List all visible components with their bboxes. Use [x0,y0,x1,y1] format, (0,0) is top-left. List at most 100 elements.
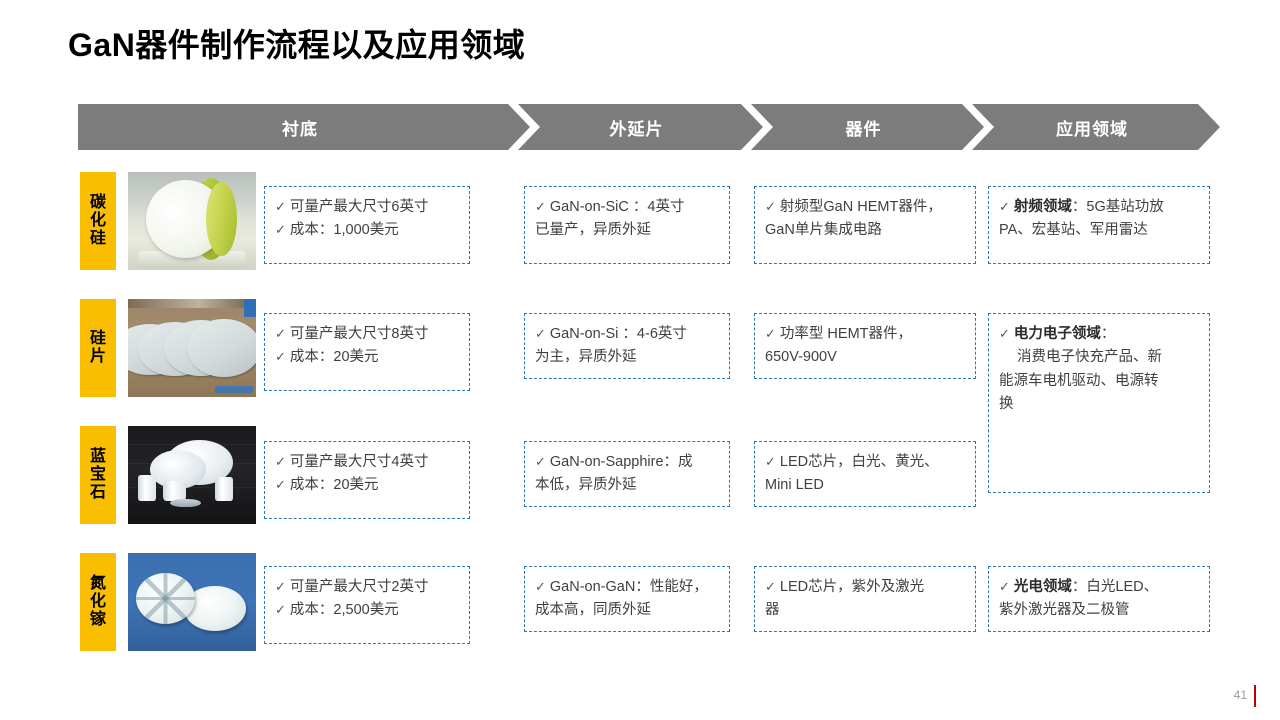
cell-application-power: ✓电力电子领域： 消费电子快充产品、新 能源车电机驱动、电源转 换 [988,313,1210,493]
check-icon: ✓ [275,222,286,238]
bullet-item: ✓成本：20美元 [275,477,379,494]
bullet-continuation: 器 [765,602,780,619]
material-label-sic: 碳化硅 [80,172,116,270]
chevron-stage-device[interactable]: 器件 [751,104,984,150]
cell-device-si: ✓功率型 HEMT器件， 650V-900V [754,313,976,379]
bullet-item: ✓GaN-on-SiC ：4英寸 [535,199,685,215]
cell-epiwafer-sic: ✓GaN-on-SiC ：4英寸 已量产，异质外延 [524,186,730,264]
chevron-stage-label: 器件 [845,119,882,139]
process-chevron-banner: 衬底 外延片 器件 应用领域 [78,104,1220,150]
sapphire-flat-disc [170,498,201,508]
material-label-text: 蓝宝石 [89,448,106,501]
bullet-continuation: GaN单片集成电路 [765,222,882,239]
bullet-continuation: 能源车电机驱动、电源转 [999,372,1159,389]
bullet-item: ✓功率型 HEMT器件， [765,326,913,342]
sic-wafer-photo [128,172,256,270]
cell-device-sic: ✓射频型GaN HEMT器件， GaN单片集成电路 [754,186,976,264]
sapphire-boule-photo [128,426,256,524]
background-blue-patch [215,386,254,394]
check-icon: ✓ [535,199,546,214]
application-domain-name: 电力电子领域 [1013,326,1101,342]
check-icon: ✓ [275,602,286,618]
bullet-continuation: 成本高，同质外延 [535,602,651,619]
check-icon: ✓ [275,326,286,341]
check-icon: ✓ [999,199,1010,214]
bullet-item: ✓可量产最大尺寸4英寸 [275,454,429,470]
cell-substrate-sapphire: ✓可量产最大尺寸4英寸 ✓成本：20美元 [264,441,470,519]
cell-epiwafer-gan: ✓GaN-on-GaN：性能好， 成本高，同质外延 [524,566,730,632]
check-icon: ✓ [765,454,776,469]
bullet-item: ✓光电领域：白光LED、 [999,579,1159,595]
chevron-stage-substrate[interactable]: 衬底 [78,104,530,150]
cell-epiwafer-sapphire: ✓GaN-on-Sapphire：成 本低，异质外延 [524,441,730,507]
check-icon: ✓ [999,579,1010,594]
bullet-item: ✓可量产最大尺寸8英寸 [275,326,429,342]
bullet-item: ✓GaN-on-Si ：4-6英寸 [535,326,687,342]
background-blue-patch [244,299,256,317]
bullet-item: ✓成本：2,500美元 [275,602,399,619]
material-label-text: 碳化硅 [89,194,106,247]
bullet-item: ✓LED芯片，紫外及激光 [765,579,925,595]
bullet-continuation: PA、宏基站、军用雷达 [999,222,1148,239]
cell-substrate-si: ✓可量产最大尺寸8英寸 ✓成本：20美元 [264,313,470,391]
bullet-item: ✓LED芯片，白光、黄光、 [765,454,939,470]
si-wafer-photo [128,299,256,397]
check-icon: ✓ [765,199,776,214]
gan-disc [184,586,246,632]
bullet-item: ✓射频型GaN HEMT器件， [765,199,942,215]
check-icon: ✓ [765,326,776,341]
check-icon: ✓ [275,199,286,214]
sapphire-cylinder [215,476,233,502]
bullet-item: ✓可量产最大尺寸6英寸 [275,199,429,215]
gan-disc-pattern [135,572,195,624]
material-label-gan: 氮化镓 [80,553,116,651]
wafer-green-edge [206,181,237,257]
material-label-si: 硅片 [80,299,116,397]
bullet-continuation: 消费电子快充产品、新 [1017,349,1162,366]
cell-substrate-gan: ✓可量产最大尺寸2英寸 ✓成本：2,500美元 [264,566,470,644]
material-label-text: 氮化镓 [89,575,106,628]
sapphire-cylinder [138,475,157,502]
chevron-stage-epiwafer[interactable]: 外延片 [518,104,763,150]
check-icon: ✓ [275,349,286,365]
check-icon: ✓ [275,454,286,469]
bullet-item: ✓可量产最大尺寸2英寸 [275,579,429,595]
application-domain-name: 射频领域 [1013,199,1072,215]
bullet-continuation: 650V-900V [765,349,837,366]
bullet-continuation: 已量产，异质外延 [535,222,651,239]
page-title: GaN器件制作流程以及应用领域 [68,27,526,63]
bullet-item: ✓GaN-on-Sapphire：成 [535,454,693,470]
bullet-continuation: Mini LED [765,477,824,494]
bullet-continuation: 为主，异质外延 [535,349,637,366]
application-domain-name: 光电领域 [1013,579,1072,595]
bullet-item: ✓射频领域：5G基站功放 [999,199,1164,215]
check-icon: ✓ [535,454,546,469]
check-icon: ✓ [535,326,546,341]
check-icon: ✓ [999,326,1010,341]
bullet-continuation: 紫外激光器及二极管 [999,602,1130,619]
wafer-disc [186,318,256,378]
material-label-sapphire: 蓝宝石 [80,426,116,524]
gan-wafer-photo [128,553,256,651]
check-icon: ✓ [275,579,286,594]
chevron-stage-application[interactable]: 应用领域 [972,104,1220,150]
chevron-stage-label: 外延片 [609,119,664,139]
bullet-item: ✓GaN-on-GaN：性能好， [535,579,708,595]
check-icon: ✓ [275,477,286,493]
cell-application-optoelectronic: ✓光电领域：白光LED、 紫外激光器及二极管 [988,566,1210,632]
page-number: 41 [1233,688,1247,702]
bullet-item: ✓电力电子领域： [999,326,1116,342]
cell-substrate-sic: ✓可量产最大尺寸6英寸 ✓成本：1,000美元 [264,186,470,264]
cell-application-rf: ✓射频领域：5G基站功放 PA、宏基站、军用雷达 [988,186,1210,264]
table-edge [128,299,256,308]
page-accent-bar [1254,685,1256,707]
cell-epiwafer-si: ✓GaN-on-Si ：4-6英寸 为主，异质外延 [524,313,730,379]
bullet-continuation: 换 [999,396,1014,413]
check-icon: ✓ [765,579,776,594]
material-label-text: 硅片 [89,330,106,365]
check-icon: ✓ [535,579,546,594]
chevron-stage-label: 应用领域 [1056,119,1128,139]
bullet-item: ✓成本：20美元 [275,349,379,366]
chevron-stage-label: 衬底 [282,119,318,139]
